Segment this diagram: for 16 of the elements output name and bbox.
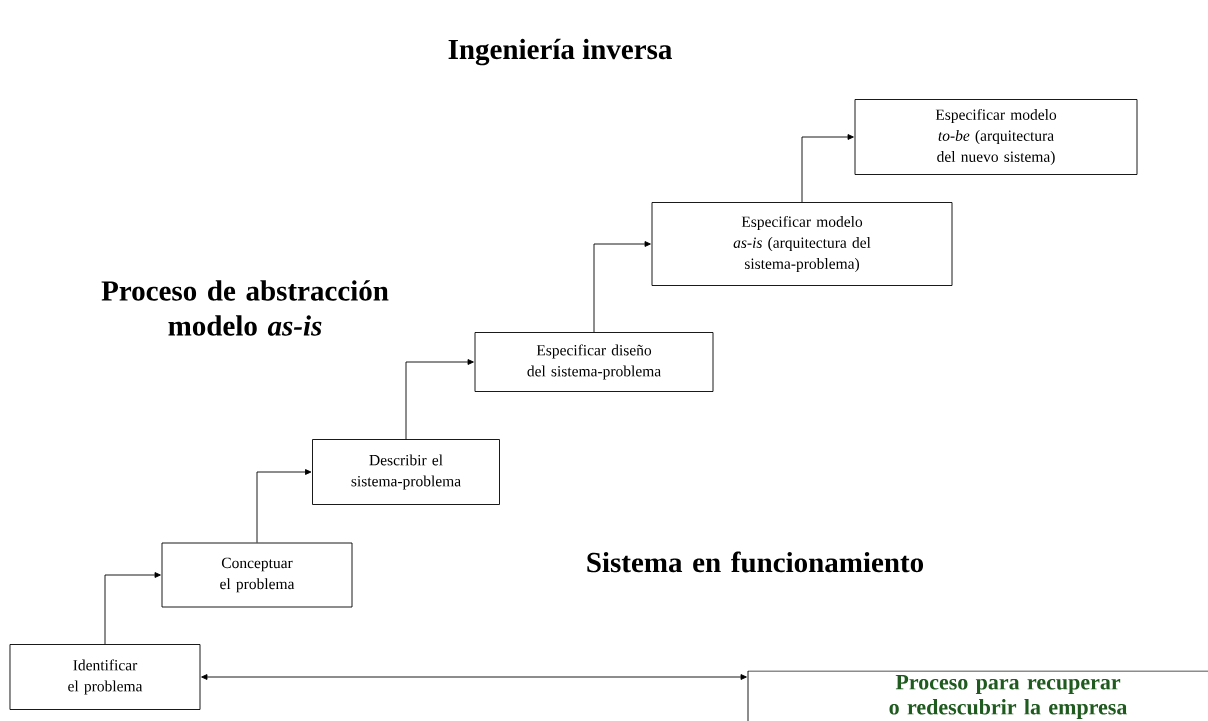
process-box: Describir el sistema-problema (312, 439, 500, 505)
section-heading: Sistema en funcionamiento (587, 551, 924, 573)
arrow (593, 241, 651, 333)
process-box: Identificar el problema (9, 644, 201, 710)
arrow (201, 674, 747, 680)
result-box: Proceso para recuperar o redescubrir la empresa (747, 670, 1208, 721)
arrow (405, 359, 474, 440)
process-box: Especificar modelo to-be (arquitectura del nuevo sistema) (854, 99, 1138, 175)
diagram-title: Ingeniería inversa (448, 38, 672, 66)
arrow (801, 134, 854, 203)
arrow (104, 572, 161, 645)
process-box: Especificar modelo as-is (arquitectura del sistema-problema) (651, 202, 953, 286)
process-box: Conceptuar el problema (161, 542, 353, 608)
arrow (256, 469, 312, 543)
section-heading: Proceso de abstracción modelo as-is (101, 280, 389, 336)
process-box: Especificar diseño del sistema-problema (474, 332, 714, 392)
